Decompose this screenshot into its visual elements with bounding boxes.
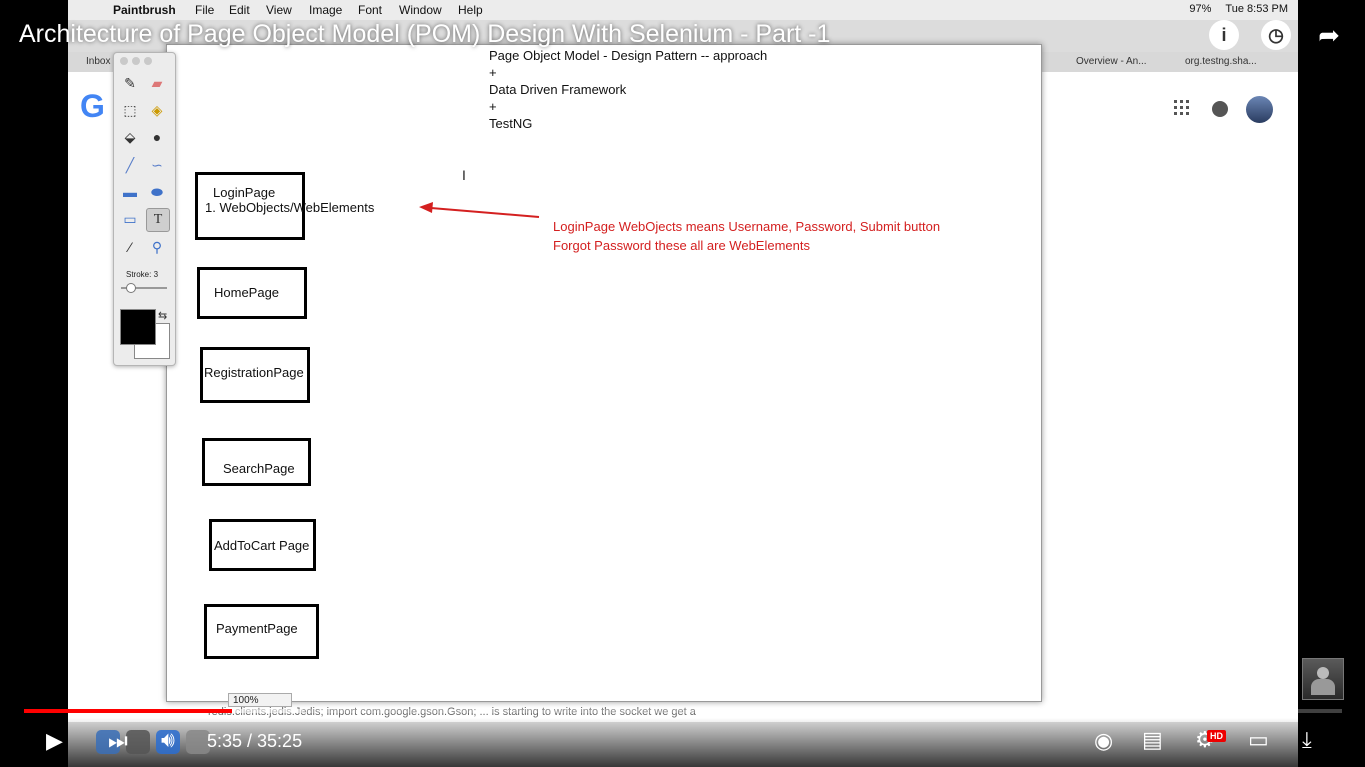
select-tool-icon[interactable]: ⬚ — [123, 101, 137, 118]
progress-played — [24, 709, 233, 713]
menu-view[interactable]: View — [266, 3, 292, 17]
mac-menubar: Paintbrush File Edit View Image Font Win… — [68, 0, 1298, 20]
box-label: LoginPage — [213, 185, 276, 200]
paint-canvas[interactable]: Page Object Model - Design Pattern -- ap… — [166, 44, 1042, 702]
info-icon[interactable]: i — [1209, 20, 1239, 50]
channel-thumbnail[interactable] — [1302, 658, 1344, 700]
tab-testng[interactable]: org.testng.sha... — [1185, 56, 1257, 67]
box-payment-page: PaymentPage — [204, 604, 319, 659]
account-avatar[interactable] — [1246, 96, 1273, 123]
volume-icon[interactable]: 🔊︎ — [161, 727, 175, 752]
box-label: RegistrationPage — [204, 365, 304, 380]
next-icon[interactable]: ⏭ — [108, 728, 128, 753]
stroke-label: Stroke: 3 — [126, 270, 159, 279]
cast-icon[interactable]: ▭ — [1248, 727, 1269, 752]
foreground-color-swatch[interactable] — [120, 309, 156, 345]
progress-bar[interactable] — [24, 709, 1342, 713]
zoom-tool-icon[interactable]: ⚲ — [151, 238, 163, 255]
status-text: redis.clients.jedis.Jedis; import com.go… — [208, 706, 696, 718]
mac-dock — [96, 730, 210, 754]
captions-icon[interactable]: ▤ — [1142, 727, 1163, 752]
menubar-app-name[interactable]: Paintbrush — [113, 3, 176, 17]
menu-font[interactable]: Font — [358, 3, 383, 17]
video-top-controls: i ◷ ➦ — [1209, 20, 1345, 50]
zoom-select[interactable]: 100% — [228, 693, 292, 707]
rectangle-tool-icon[interactable]: ▬ — [123, 184, 137, 200]
paint-bucket-icon[interactable]: ⬙ — [124, 128, 136, 145]
text-cursor-icon: I — [462, 167, 466, 183]
menu-image[interactable]: Image — [309, 3, 343, 17]
canvas-heading: Page Object Model - Design Pattern -- ap… — [489, 48, 768, 131]
controls-gradient — [0, 718, 1365, 767]
exit-fullscreen-icon[interactable]: ⤓ — [1302, 727, 1312, 752]
box-search-page: SearchPage — [202, 438, 311, 486]
menu-help[interactable]: Help — [458, 3, 483, 17]
tab-inbox[interactable]: Inbox — [86, 56, 111, 67]
stroke-slider-knob[interactable] — [126, 283, 136, 293]
tool-palette: ✎ ▰ ⬚ ◈ ⬙ ● ╱ ∽ ▬ ⬬ ▭ T ⁄ ⚲ Stroke: 3 ⇆ — [113, 52, 176, 366]
box-home-page: HomePage — [197, 267, 307, 319]
notifications-icon[interactable] — [1212, 101, 1228, 117]
play-icon[interactable]: ▶ — [46, 728, 63, 753]
autoplay-toggle[interactable]: ◉ — [1094, 728, 1114, 753]
google-logo: G — [80, 88, 105, 124]
text-tool-icon[interactable]: T — [146, 208, 170, 232]
apps-grid-icon[interactable] — [1174, 100, 1190, 116]
swap-colors-icon[interactable]: ⇆ — [158, 310, 168, 322]
menu-file[interactable]: File — [195, 3, 215, 17]
box-label: PaymentPage — [216, 621, 298, 636]
box-label: HomePage — [214, 285, 280, 300]
ellipse-tool-icon[interactable]: ⬬ — [151, 183, 163, 200]
curve-tool-icon[interactable]: ∽ — [151, 156, 163, 173]
box-label: AddToCart Page — [214, 538, 310, 553]
eraser-tool-icon[interactable]: ▰ — [151, 74, 163, 91]
box-login-page: LoginPage 1. WebObjects/WebElements — [195, 172, 374, 240]
annotation-text: LoginPage WebOjects means Username, Pass… — [553, 219, 941, 253]
tab-overview[interactable]: Overview - An... — [1076, 56, 1147, 67]
video-title[interactable]: Architecture of Page Object Model (POM) … — [19, 20, 831, 48]
time-display: 5:35 / 35:25 — [207, 731, 303, 751]
eyedropper-tool-icon[interactable]: ⁄ — [128, 239, 132, 255]
brush-tool-icon[interactable]: ✎ — [124, 74, 136, 91]
box-registration-page: RegistrationPage — [200, 347, 310, 403]
bomb-icon[interactable]: ● — [152, 129, 162, 145]
clock-label: Tue 8:53 PM — [1225, 3, 1288, 15]
menu-window[interactable]: Window — [399, 3, 442, 17]
rounded-rect-tool-icon[interactable]: ▭ — [123, 210, 137, 227]
palette-window-buttons — [120, 57, 152, 65]
battery-label: 97% — [1189, 3, 1212, 15]
arrow-annotation — [419, 202, 540, 218]
box-label: SearchPage — [223, 461, 295, 476]
line-tool-icon[interactable]: ╱ — [125, 156, 135, 173]
menu-edit[interactable]: Edit — [229, 3, 250, 17]
box-addtocart-page: AddToCart Page — [209, 519, 316, 571]
stroke-slider-track[interactable] — [121, 287, 167, 289]
hd-badge: HD — [1207, 730, 1226, 742]
box-sublabel: 1. WebObjects/WebElements — [205, 200, 375, 215]
screen-recording: Paintbrush File Edit View Image Font Win… — [68, 0, 1298, 767]
watch-later-icon[interactable]: ◷ — [1261, 20, 1291, 50]
share-icon[interactable]: ➦ — [1318, 20, 1340, 50]
fill-tool-icon[interactable]: ◈ — [151, 101, 163, 118]
